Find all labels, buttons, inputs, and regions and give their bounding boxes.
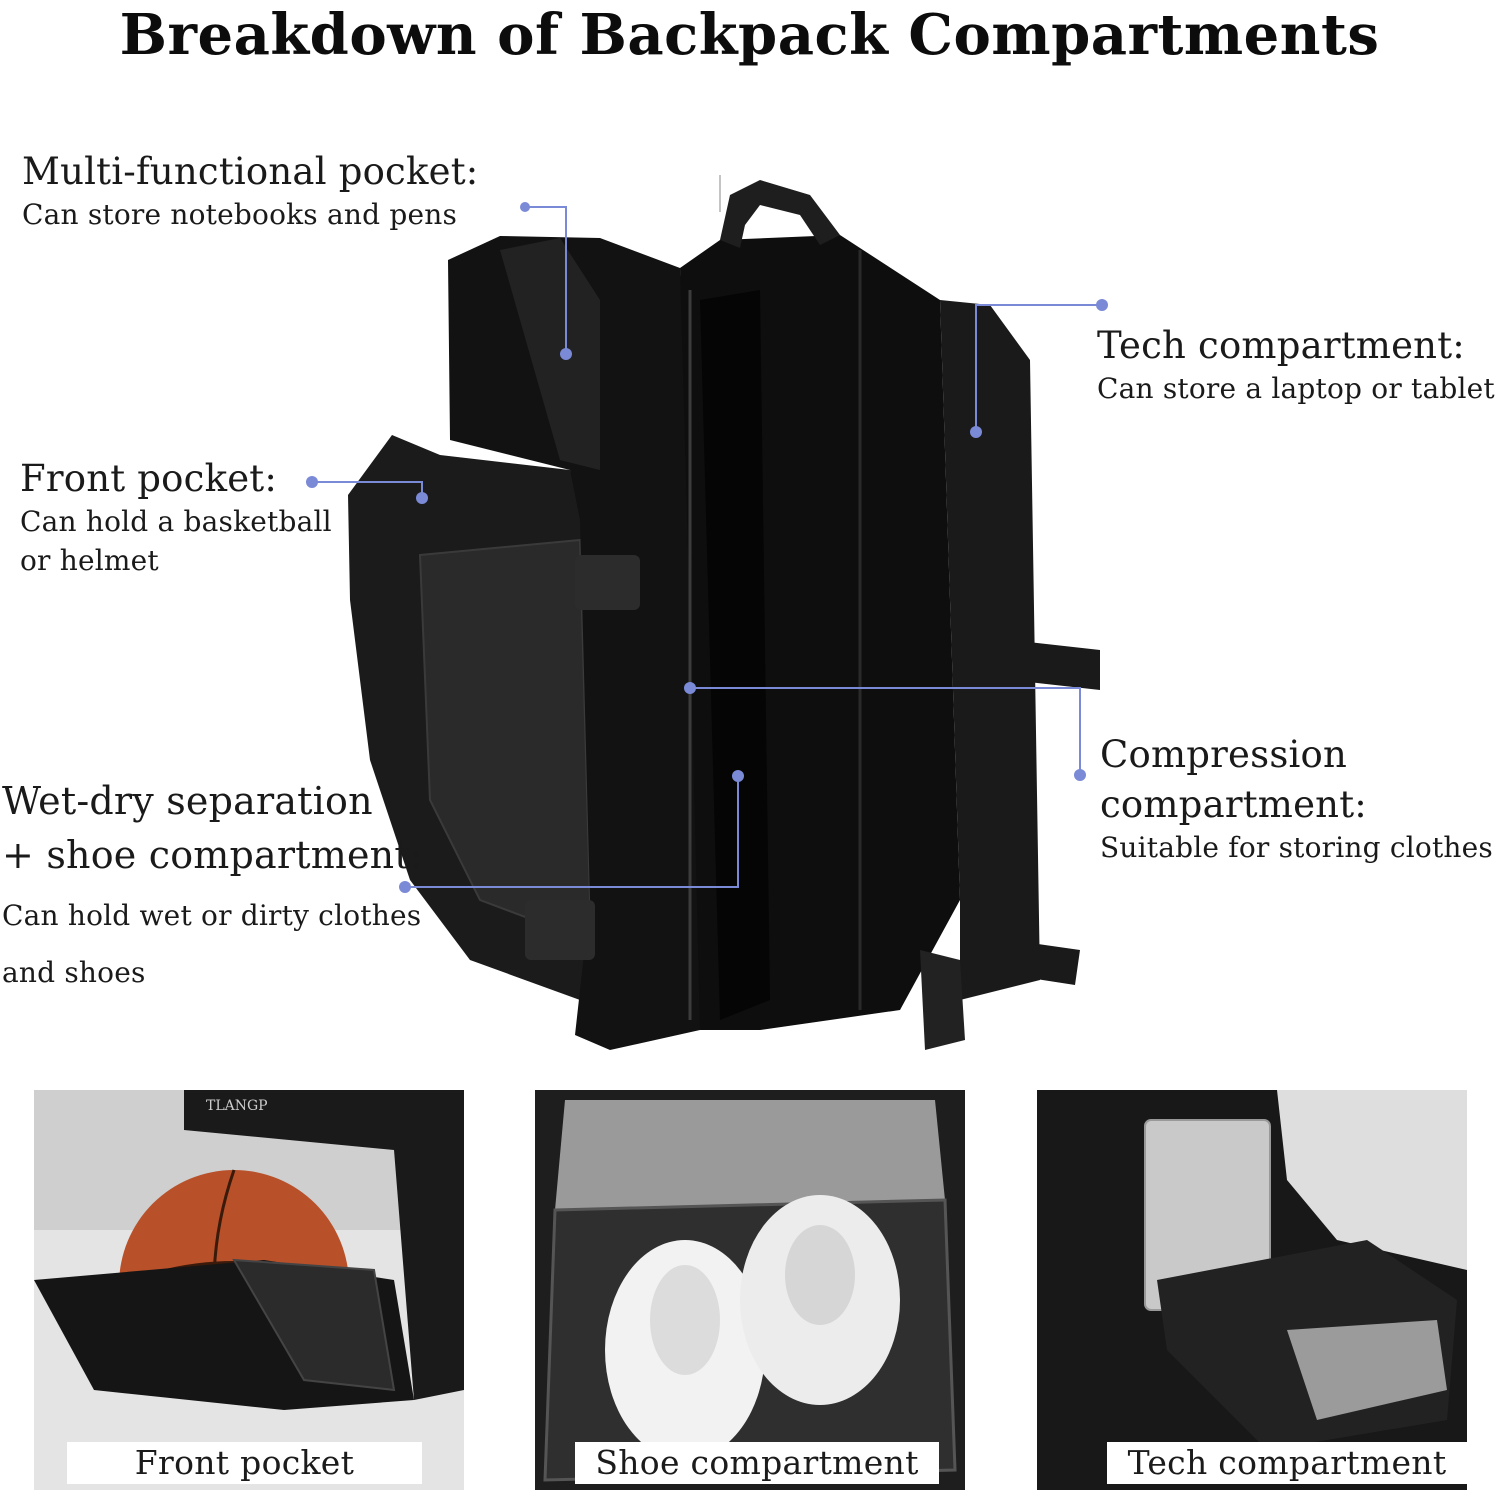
tablet-icon <box>1287 1320 1447 1420</box>
pointer-dot-front <box>306 476 318 488</box>
thumbnail-shoe-compartment: Shoe compartment <box>535 1090 965 1490</box>
callout-description: Can hold a basketball or helmet <box>20 505 332 577</box>
callout-heading: Wet-dry separation + shoe compartment: <box>2 779 423 877</box>
buckle-icon <box>575 555 640 610</box>
callout-description: Suitable for storing clothes <box>1100 831 1493 865</box>
thumbnail-front-pocket: TLANGP Front pocket <box>34 1090 464 1490</box>
callout-heading: Front pocket: <box>20 457 278 500</box>
backpack-illustration <box>306 175 1108 1050</box>
pointer-dot-multi <box>520 202 530 212</box>
brand-label: TLANGP <box>206 1098 268 1114</box>
thumbnail-caption: Tech compartment <box>1107 1442 1467 1484</box>
callout-wet-dry-separation: Wet-dry separation + shoe compartment: C… <box>2 775 423 1002</box>
callout-description: Can store notebooks and pens <box>22 198 458 232</box>
pointer-dot-wet <box>399 881 411 893</box>
callout-description: Can store a laptop or tablet <box>1097 372 1495 406</box>
callout-heading: Compression compartment: <box>1100 733 1367 826</box>
callout-heading: Multi-functional pocket: <box>22 150 479 193</box>
thumbnail-tech-compartment: Tech compartment <box>1037 1090 1467 1490</box>
pointer-dot-compression <box>684 682 696 694</box>
callout-multi-functional-pocket: Multi-functional pocket: Can store noteb… <box>22 148 478 234</box>
thumbnail-caption: Front pocket <box>67 1442 422 1484</box>
callout-front-pocket: Front pocket: Can hold a basketball or h… <box>20 455 332 580</box>
pointer-dot-tech <box>1096 299 1108 311</box>
callout-tech-compartment: Tech compartment: Can store a laptop or … <box>1097 322 1495 408</box>
page-title: Breakdown of Backpack Compartments <box>119 2 1380 68</box>
callout-heading: Tech compartment: <box>1097 324 1465 367</box>
thumbnail-caption: Shoe compartment <box>575 1442 939 1484</box>
callout-description: Can hold wet or dirty clothes and shoes <box>2 898 422 990</box>
callout-compression-compartment: Compression compartment: Suitable for st… <box>1100 730 1493 867</box>
